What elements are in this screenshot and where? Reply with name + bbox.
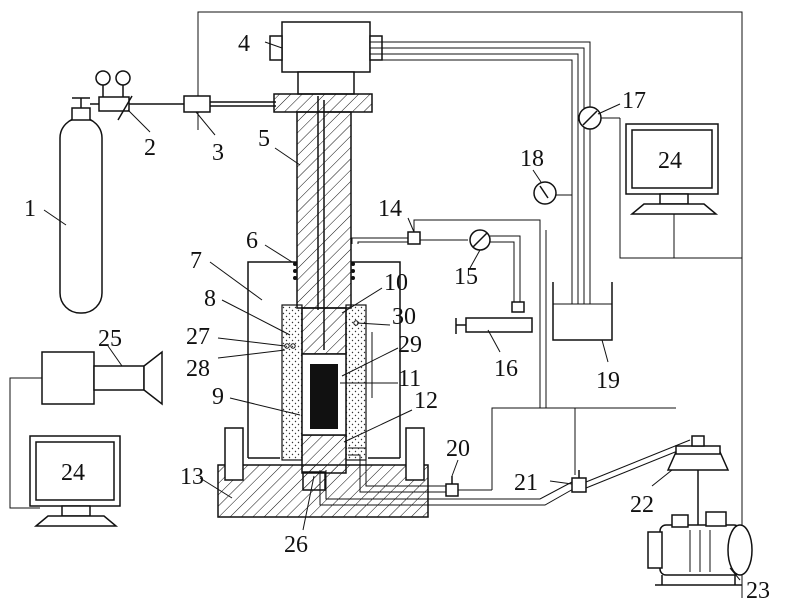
label-27: 27 — [186, 324, 210, 350]
label-29: 29 — [398, 332, 422, 358]
label-12: 12 — [414, 388, 438, 414]
label-10: 10 — [384, 270, 408, 296]
label-3: 3 — [212, 140, 224, 166]
pressure-regulator — [96, 71, 184, 120]
label-17: 17 — [622, 88, 646, 114]
label-16: 16 — [494, 356, 518, 382]
chamber-10 — [302, 308, 346, 473]
filter-3 — [184, 96, 276, 112]
label-26: 26 — [284, 532, 308, 558]
label-21: 21 — [514, 470, 538, 496]
label-18: 18 — [520, 146, 544, 172]
tank-19 — [553, 282, 612, 340]
label-5: 5 — [258, 126, 270, 152]
label-14: 14 — [378, 196, 402, 222]
label-30: 30 — [392, 304, 416, 330]
sampling-line — [352, 220, 540, 334]
label-9: 9 — [212, 384, 224, 410]
label-2: 2 — [144, 135, 156, 161]
label-22: 22 — [630, 492, 654, 518]
vacuum-pump-23 — [648, 512, 752, 585]
gas-cylinder — [60, 98, 128, 313]
stem-5 — [274, 94, 372, 310]
drive-unit-4 — [270, 22, 382, 94]
gauge-17 — [579, 107, 601, 129]
label-8: 8 — [204, 286, 216, 312]
label-20: 20 — [446, 436, 470, 462]
monitor-right-label: 24 — [658, 148, 682, 174]
label-4: 4 — [238, 31, 250, 57]
label-1: 1 — [24, 196, 36, 222]
label-6: 6 — [246, 228, 258, 254]
monitor-left-label: 24 — [61, 460, 85, 486]
label-15: 15 — [454, 264, 478, 290]
label-23: 23 — [746, 578, 770, 604]
gauge-18 — [534, 182, 556, 204]
label-28: 28 — [186, 356, 210, 382]
component-labels: 1 2 3 4 5 6 7 8 27 28 9 10 30 29 11 12 1… — [24, 31, 770, 604]
label-7: 7 — [190, 248, 202, 274]
label-19: 19 — [596, 368, 620, 394]
label-25: 25 — [98, 326, 122, 352]
label-13: 13 — [180, 464, 204, 490]
